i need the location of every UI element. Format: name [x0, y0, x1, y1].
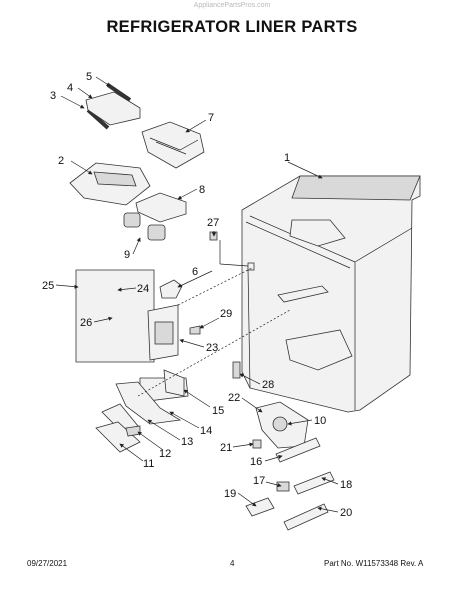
callout-6: 6: [192, 266, 198, 278]
part-10-fan-housing: [255, 401, 309, 449]
part-16-tube: [275, 437, 321, 463]
callout-labels: 1 2 3 4 5 6 7 8 9 10 11 12 13 14 15 16 1…: [42, 71, 352, 519]
part-5-pin: [106, 83, 132, 102]
part-21-screw: [252, 439, 262, 449]
callout-17: 17: [253, 475, 265, 487]
callout-25: 25: [42, 280, 54, 292]
callout-29: 29: [220, 308, 232, 320]
callout-23: 23: [206, 342, 218, 354]
part-23-panel: [147, 304, 179, 361]
callout-12: 12: [159, 448, 171, 460]
part-8-bracket: [135, 192, 187, 223]
callout-13: 13: [181, 436, 193, 448]
leader-lines: [55, 76, 339, 513]
callout-9: 9: [124, 249, 130, 261]
part-29-screw: [189, 325, 201, 335]
callout-5: 5: [86, 71, 92, 83]
callout-24: 24: [137, 283, 149, 295]
part-7-housing: [141, 121, 205, 169]
part-4-cover: [85, 91, 141, 126]
footer-page-number: 4: [230, 559, 235, 568]
callout-14: 14: [200, 425, 212, 437]
callout-16: 16: [250, 456, 262, 468]
liner-shell: [241, 175, 421, 413]
part-13-14-15-assembly: [101, 369, 189, 433]
part-2-plate: [69, 162, 151, 206]
callout-2: 2: [58, 155, 64, 167]
part-28-sensor: [232, 361, 241, 379]
part-3-rod: [86, 108, 110, 130]
callout-18: 18: [340, 479, 352, 491]
footer-part-number: Part No. W11573348 Rev. A: [324, 559, 424, 568]
part-27-fastener: [209, 231, 218, 241]
footer-date: 09/27/2021: [27, 559, 68, 568]
callout-22: 22: [228, 392, 240, 404]
part-9-hinges: [123, 212, 166, 241]
callout-8: 8: [199, 184, 205, 196]
callout-3: 3: [50, 90, 56, 102]
callout-7: 7: [208, 112, 214, 124]
callout-28: 28: [262, 379, 274, 391]
part-24-25-26-group: [75, 269, 155, 363]
part-6-clip: [159, 279, 183, 299]
callout-21: 21: [220, 442, 232, 454]
callout-20: 20: [340, 507, 352, 519]
callout-4: 4: [67, 82, 73, 94]
callout-19: 19: [224, 488, 236, 500]
watermark: AppliancePartsPros.com: [193, 2, 271, 9]
callout-26: 26: [80, 317, 92, 329]
callout-1: 1: [284, 152, 290, 164]
callout-11: 11: [143, 458, 154, 470]
callout-27: 27: [207, 217, 219, 229]
callout-10: 10: [314, 415, 326, 427]
page-title: REFRIGERATOR LINER PARTS: [106, 18, 358, 36]
callout-15: 15: [212, 405, 224, 417]
